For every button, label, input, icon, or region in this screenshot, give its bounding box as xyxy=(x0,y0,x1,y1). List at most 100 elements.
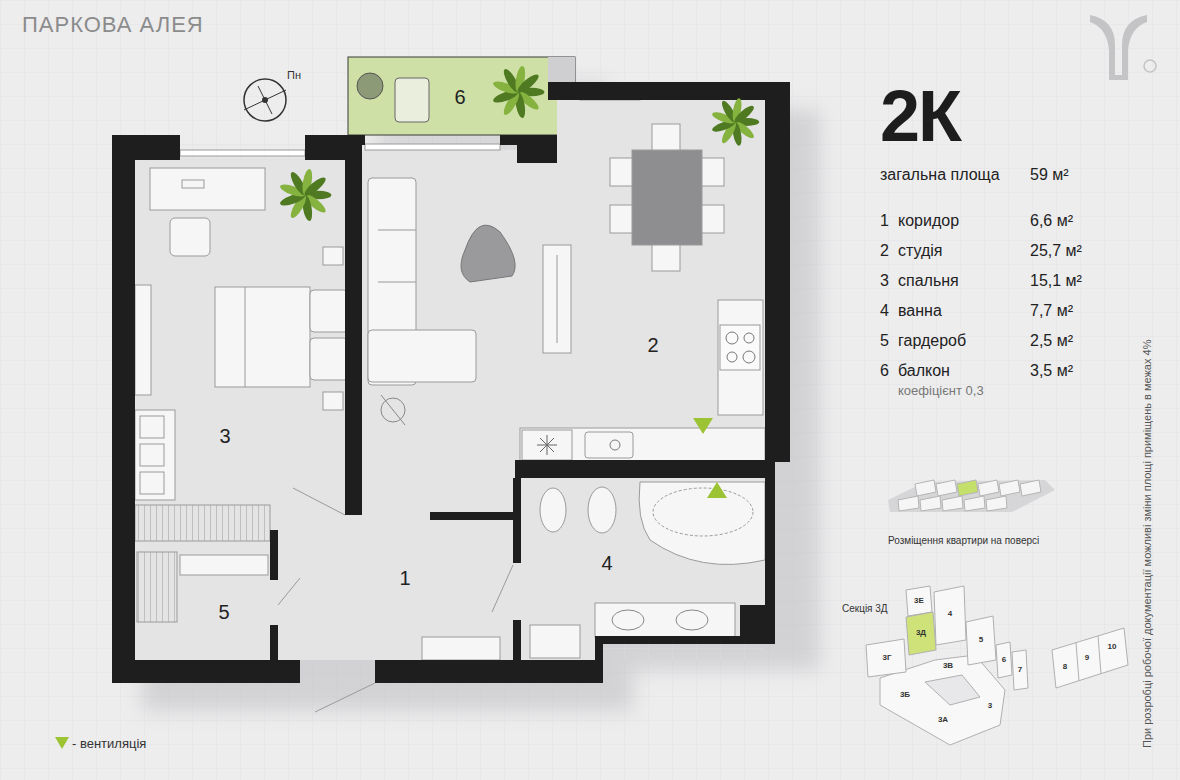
room-index: 5 xyxy=(880,333,889,349)
floor xyxy=(135,100,765,660)
room-area: 15,1 м² xyxy=(1030,273,1082,289)
dresser-drawer xyxy=(140,472,164,494)
building-block xyxy=(934,586,966,645)
wall-shelf xyxy=(135,285,151,395)
sofa-seam xyxy=(378,230,416,231)
sink xyxy=(585,432,633,458)
room-name: коридор xyxy=(898,213,959,229)
plant xyxy=(711,97,759,146)
floor-mini-base xyxy=(888,480,1055,512)
room-area: 6 xyxy=(348,57,548,135)
room-number: 1 xyxy=(399,568,410,588)
building-block xyxy=(966,616,996,665)
room-number: 5 xyxy=(218,602,229,622)
ventilation-mark xyxy=(693,418,713,434)
floor-mini-unit xyxy=(964,496,985,511)
building-number: 3В xyxy=(943,662,953,670)
room-number: 2 xyxy=(647,335,658,355)
sofa-chaise xyxy=(368,330,476,382)
building-block xyxy=(1012,650,1028,690)
room-name: гардероб xyxy=(898,333,966,349)
wall xyxy=(270,625,278,665)
room-area: 4 xyxy=(521,478,765,636)
room-area: 25,7 м² xyxy=(1030,243,1082,259)
wall xyxy=(112,135,135,683)
door-swing xyxy=(278,578,300,605)
room-name: спальня xyxy=(898,273,959,289)
basin xyxy=(612,610,644,630)
wall xyxy=(513,478,521,563)
wall xyxy=(345,135,365,145)
dining-chair xyxy=(610,158,632,186)
plant xyxy=(492,65,545,118)
room-area: 7,7 м² xyxy=(1030,303,1073,319)
block-divider xyxy=(1098,636,1101,674)
ventilation-mark xyxy=(707,482,727,498)
bed-fold xyxy=(245,287,246,387)
wall xyxy=(765,82,790,462)
building-block-highlight xyxy=(906,612,936,655)
dining-table xyxy=(632,150,702,245)
floor-mini-unit xyxy=(920,496,941,511)
building-number: 3Д xyxy=(916,629,926,637)
burner xyxy=(726,332,738,344)
fridge xyxy=(522,430,572,460)
washer xyxy=(530,625,580,658)
logo-mark xyxy=(1090,15,1147,80)
room-number: 3 xyxy=(219,426,230,446)
door-swing xyxy=(293,488,345,515)
room-index: 4 xyxy=(880,303,889,319)
door-swing xyxy=(492,565,513,612)
console-line xyxy=(557,255,558,343)
compass-label: Пн xyxy=(287,70,301,81)
room-area: 1 xyxy=(275,520,513,660)
balcony-floor xyxy=(348,57,575,135)
nightstand xyxy=(323,247,343,265)
room-index: 3 xyxy=(880,273,889,289)
compass-axis xyxy=(258,86,272,114)
placement-caption: Розміщення квартири на поверсі xyxy=(888,536,1039,546)
toilet xyxy=(588,487,616,533)
building-block xyxy=(996,642,1012,678)
wardrobe-rack xyxy=(137,552,177,622)
plan-title: ПАРКОВА АЛЕЯ xyxy=(22,14,204,36)
building-block xyxy=(906,586,932,616)
floor-mini-unit xyxy=(898,496,919,511)
room-area: 6,6 м² xyxy=(1030,213,1073,229)
sofa-seam xyxy=(378,282,416,283)
room-area: 2,5 м² xyxy=(1030,333,1073,349)
kitchen-counter xyxy=(520,428,765,462)
floor-mini-unit xyxy=(999,480,1020,496)
building-number: 3Г xyxy=(883,654,892,662)
building-number: 3Б xyxy=(900,691,910,699)
lamp-leg xyxy=(381,395,405,425)
legend-text: - вентиляція xyxy=(72,736,146,751)
balcony-door xyxy=(365,144,500,150)
area-label: загальна площа xyxy=(880,167,1000,183)
dining-chair xyxy=(652,124,680,150)
disclaimer-note: При розробці робочої документації можлив… xyxy=(1142,340,1153,748)
wardrobe-rail xyxy=(180,555,268,575)
pillow xyxy=(310,290,348,332)
wall xyxy=(515,460,765,478)
room-index: 2 xyxy=(880,243,889,259)
room-number: 4 xyxy=(601,553,612,573)
building-number: 3Е xyxy=(914,597,924,605)
pillow xyxy=(310,338,348,380)
building-block xyxy=(1052,628,1128,688)
burner xyxy=(743,351,755,363)
room-name: студія xyxy=(898,243,943,259)
dining-chair xyxy=(610,205,632,233)
building-number: 3 xyxy=(988,702,992,710)
wall xyxy=(430,512,515,520)
room-index: 1 xyxy=(880,213,889,229)
wall xyxy=(517,135,557,163)
compass-ring xyxy=(244,79,286,121)
room-area: 3 xyxy=(135,160,345,505)
tv-console xyxy=(543,245,571,353)
floor-mini-unit xyxy=(978,480,999,496)
block-divider xyxy=(1076,643,1079,681)
building-number: 4 xyxy=(948,610,952,618)
floor-mini-unit xyxy=(957,480,978,496)
